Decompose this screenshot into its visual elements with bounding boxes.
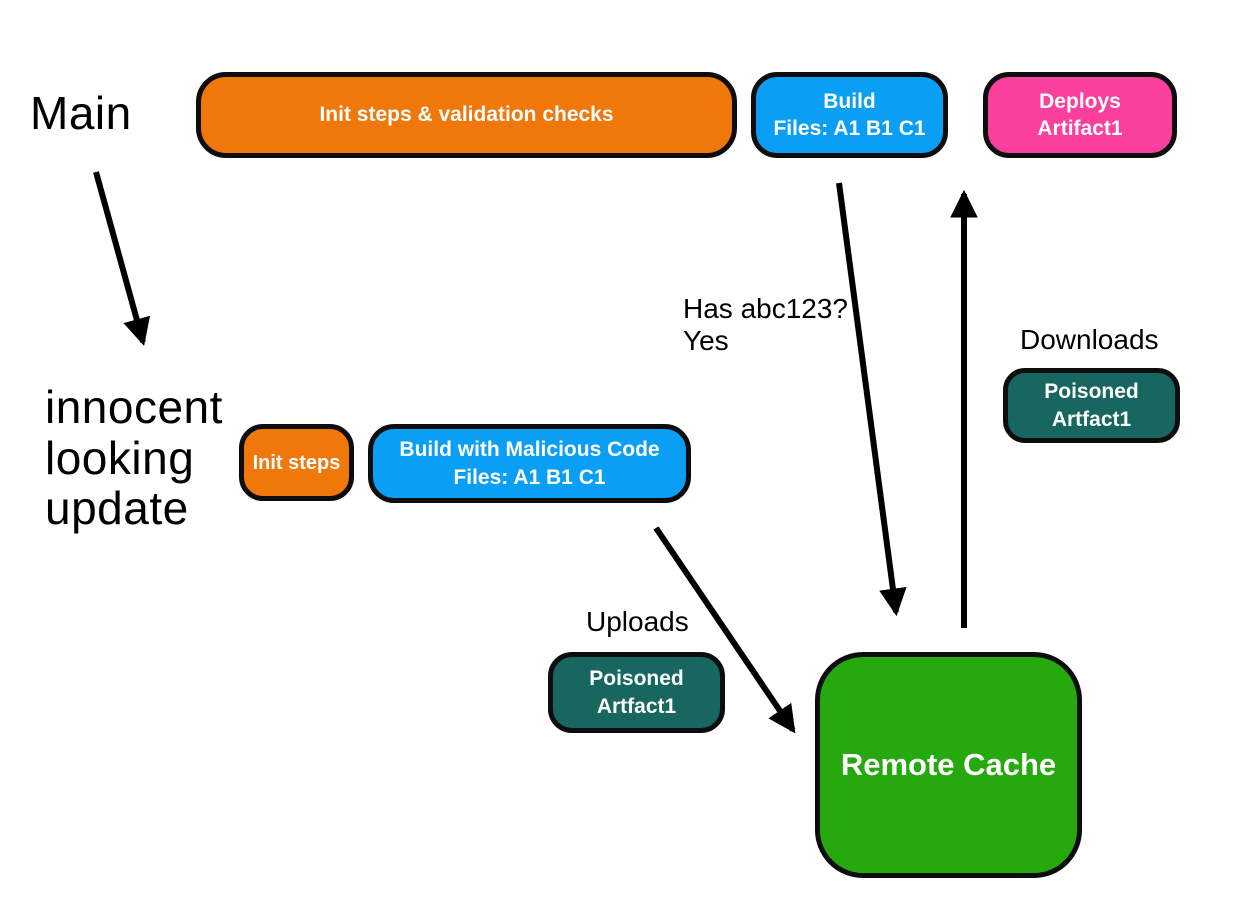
init-steps-node: Init steps [239,424,354,501]
poisoned-upload-line1: Poisoned [589,667,684,691]
deploys-artifact-node: Deploys Artifact1 [983,72,1177,158]
build-malicious-label-line2: Files: A1 B1 C1 [453,465,606,489]
build-node: Build Files: A1 B1 C1 [751,72,948,158]
init-validation-node: Init steps & validation checks [196,72,737,158]
init-validation-label: Init steps & validation checks [319,103,614,127]
has-abc123-label: Has abc123? Yes [683,293,849,357]
remote-cache-node: Remote Cache [815,652,1082,878]
remote-cache-label: Remote Cache [840,746,1057,782]
build-label-line1: Build [823,89,876,113]
deploys-label-line2: Artifact1 [1037,117,1123,140]
init-steps-label: Init steps [252,451,341,474]
innocent-update-label: innocent looking update [45,381,223,535]
poisoned-artifact-download-node: Poisoned Artfact1 [1003,368,1180,443]
main-branch-label: Main [30,87,132,139]
poisoned-download-line2: Artfact1 [1051,407,1132,431]
arrow-build-to-cache [836,182,907,617]
poisoned-upload-line2: Artfact1 [596,694,677,718]
poisoned-download-line1: Poisoned [1044,380,1139,404]
downloads-label: Downloads [1020,324,1159,355]
build-malicious-node: Build with Malicious Code Files: A1 B1 C… [368,424,691,503]
deploys-label-line1: Deploys [1039,89,1121,113]
uploads-label: Uploads [586,606,689,637]
poisoned-artifact-upload-node: Poisoned Artfact1 [548,652,725,733]
build-label-line2: Files: A1 B1 C1 [773,117,926,140]
arrow-main-to-update [93,171,151,346]
build-malicious-label-line1: Build with Malicious Code [399,438,660,462]
